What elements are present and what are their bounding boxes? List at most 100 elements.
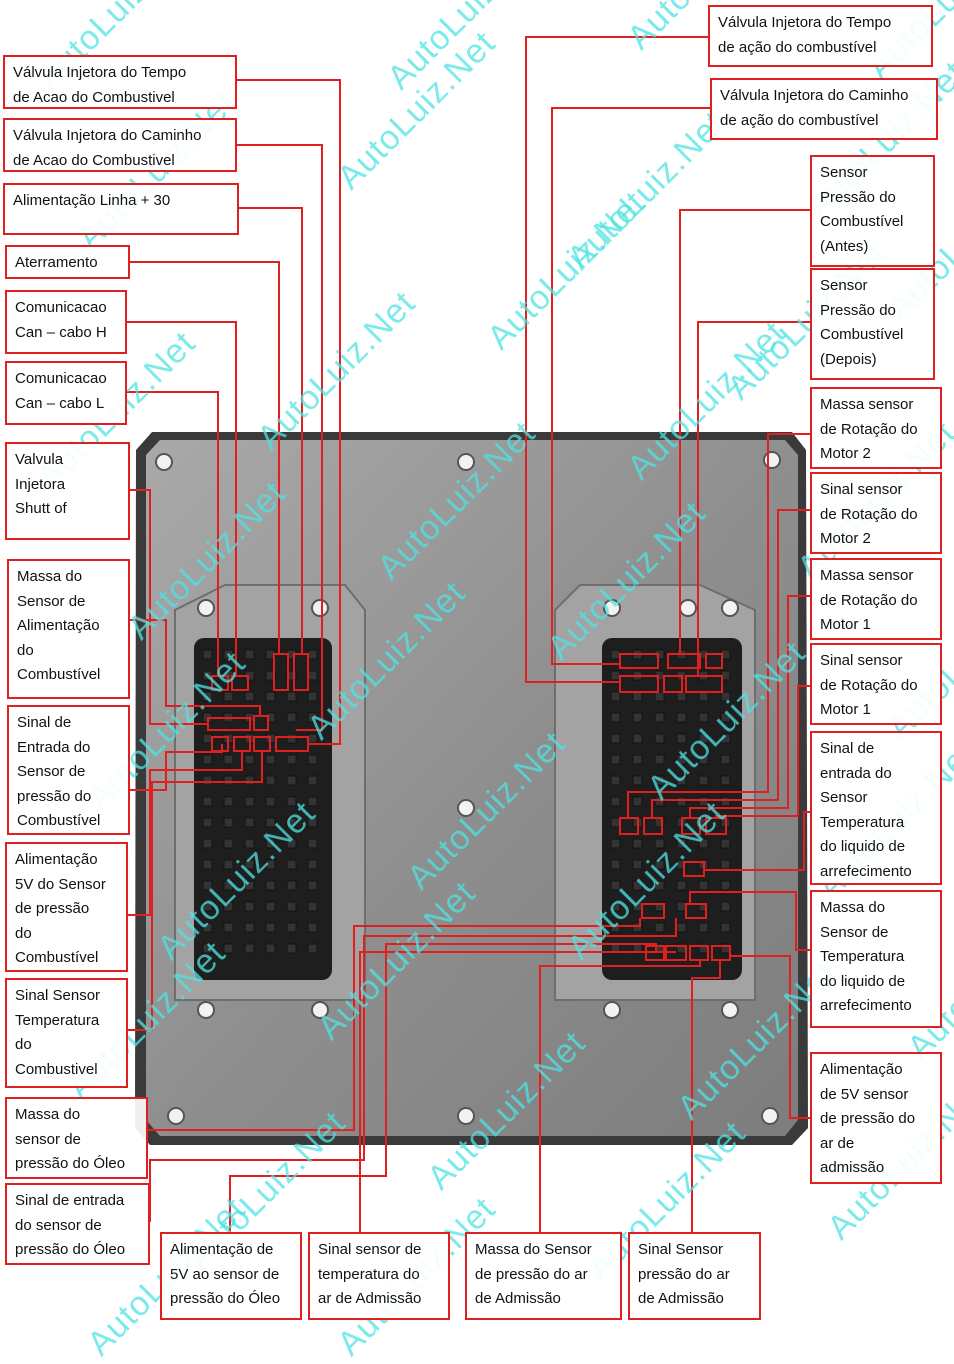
connector-pin bbox=[720, 796, 731, 807]
connector-pin bbox=[265, 796, 276, 807]
connector-pin bbox=[223, 859, 234, 870]
connector-pin bbox=[265, 943, 276, 954]
connector-pin bbox=[202, 943, 213, 954]
connector-pin bbox=[698, 712, 709, 723]
label-fuel-temp-signal: Sinal Sensor Temperatura do Combustivel bbox=[5, 978, 128, 1088]
connector-pin bbox=[244, 838, 255, 849]
label-oil-pressure-5v: Alimentação de 5V ao sensor de pressão d… bbox=[160, 1232, 302, 1320]
connector-pin bbox=[265, 754, 276, 765]
connector-pin bbox=[698, 880, 709, 891]
left-connector bbox=[194, 638, 332, 980]
connector-pin bbox=[307, 943, 318, 954]
label-engine-speed-1-signal: Sinal sensor de Rotação do Motor 1 bbox=[810, 643, 942, 725]
connector-pin bbox=[698, 754, 709, 765]
connector-pin bbox=[286, 817, 297, 828]
connector-pin bbox=[307, 649, 318, 660]
connector-pin bbox=[265, 922, 276, 933]
ecu-diagram bbox=[127, 36, 810, 1232]
connector-pin bbox=[720, 754, 731, 765]
connector-pin bbox=[202, 670, 213, 681]
connector-pin bbox=[654, 754, 665, 765]
connector-pin bbox=[286, 775, 297, 786]
connector-pin bbox=[223, 817, 234, 828]
label-injector-path-valve-left: Válvula Injetora do Caminho de Acao do C… bbox=[3, 118, 237, 172]
connector-pin bbox=[223, 754, 234, 765]
connector-pin bbox=[265, 712, 276, 723]
connector-pin bbox=[610, 754, 621, 765]
connector-pin bbox=[632, 838, 643, 849]
connector-pin bbox=[286, 691, 297, 702]
connector-pin bbox=[610, 796, 621, 807]
connector-pin bbox=[265, 880, 276, 891]
connector-pin bbox=[698, 838, 709, 849]
label-coolant-temp-signal: Sinal de entrada do Sensor Temperatura d… bbox=[810, 731, 942, 885]
label-shutoff-valve: Valvula Injetora Shutt of bbox=[5, 442, 130, 540]
connector-pin bbox=[654, 796, 665, 807]
connector-pin bbox=[244, 817, 255, 828]
connector-pin bbox=[610, 712, 621, 723]
connector-pin bbox=[610, 817, 621, 828]
connector-pin bbox=[244, 880, 255, 891]
connector-pin bbox=[223, 691, 234, 702]
connector-pin bbox=[610, 901, 621, 912]
label-oil-pressure-signal: Sinal de entrada do sensor de pressão do… bbox=[5, 1183, 150, 1265]
label-engine-speed-1-ground: Massa sensor de Rotação do Motor 1 bbox=[810, 558, 942, 640]
label-fuel-pressure-signal: Sinal de Entrada do Sensor de pressão do… bbox=[7, 705, 130, 835]
connector-pin bbox=[610, 922, 621, 933]
connector-pin bbox=[307, 733, 318, 744]
connector-pin bbox=[223, 649, 234, 660]
connector-pin bbox=[307, 922, 318, 933]
connector-pin bbox=[244, 943, 255, 954]
connector-pin bbox=[632, 922, 643, 933]
connector-pin bbox=[265, 817, 276, 828]
label-engine-speed-2-signal: Sinal sensor de Rotação do Motor 2 bbox=[810, 472, 942, 554]
connector-pin bbox=[632, 859, 643, 870]
connector-pin bbox=[698, 901, 709, 912]
connector-pin bbox=[720, 859, 731, 870]
connector-pin bbox=[265, 859, 276, 870]
connector-pin bbox=[223, 775, 234, 786]
connector-pin bbox=[632, 880, 643, 891]
connector-pin bbox=[632, 712, 643, 723]
connector-pin bbox=[286, 712, 297, 723]
connector-pin bbox=[244, 922, 255, 933]
label-oil-pressure-ground: Massa do sensor de pressão do Óleo bbox=[5, 1097, 148, 1179]
connector-pin bbox=[202, 796, 213, 807]
connector-pin bbox=[610, 859, 621, 870]
label-intake-air-pressure-signal: Sinal Sensor pressão do ar de Admissão bbox=[628, 1232, 761, 1320]
label-fuel-supply-sensor-ground: Massa do Sensor de Alimentação do Combus… bbox=[7, 559, 130, 699]
connector-pin bbox=[654, 922, 665, 933]
connector-pin bbox=[307, 838, 318, 849]
connector-pin bbox=[307, 796, 318, 807]
label-ground: Aterramento bbox=[5, 245, 130, 279]
connector-pin bbox=[676, 880, 687, 891]
label-intake-air-pressure-ground: Massa do Sensor de pressão do ar de Admi… bbox=[465, 1232, 622, 1320]
connector-pin bbox=[286, 943, 297, 954]
connector-pin bbox=[654, 880, 665, 891]
connector-pin bbox=[676, 922, 687, 933]
connector-pin bbox=[286, 859, 297, 870]
connector-pin bbox=[676, 754, 687, 765]
connector-pin bbox=[244, 775, 255, 786]
connector-pin bbox=[202, 817, 213, 828]
label-intake-air-pressure-5v: Alimentação de 5V sensor de pressão do a… bbox=[810, 1052, 942, 1184]
connector-pin bbox=[676, 691, 687, 702]
connector-pin bbox=[223, 796, 234, 807]
connector-pin bbox=[202, 880, 213, 891]
connector-pin bbox=[286, 901, 297, 912]
connector-pin bbox=[202, 922, 213, 933]
connector-pin bbox=[202, 838, 213, 849]
connector-pin bbox=[610, 775, 621, 786]
connector-pin bbox=[202, 775, 213, 786]
connector-pin bbox=[654, 838, 665, 849]
connector-pin bbox=[610, 649, 621, 660]
connector-pin bbox=[307, 691, 318, 702]
label-fuel-pressure-before: Sensor Pressão do Combustível (Antes) bbox=[810, 155, 935, 267]
connector-pin bbox=[610, 733, 621, 744]
connector-pin bbox=[654, 712, 665, 723]
connector-pin bbox=[265, 901, 276, 912]
connector-pin bbox=[720, 880, 731, 891]
connector-pin bbox=[654, 775, 665, 786]
connector-pin bbox=[265, 775, 276, 786]
leader-lines bbox=[127, 36, 810, 1232]
